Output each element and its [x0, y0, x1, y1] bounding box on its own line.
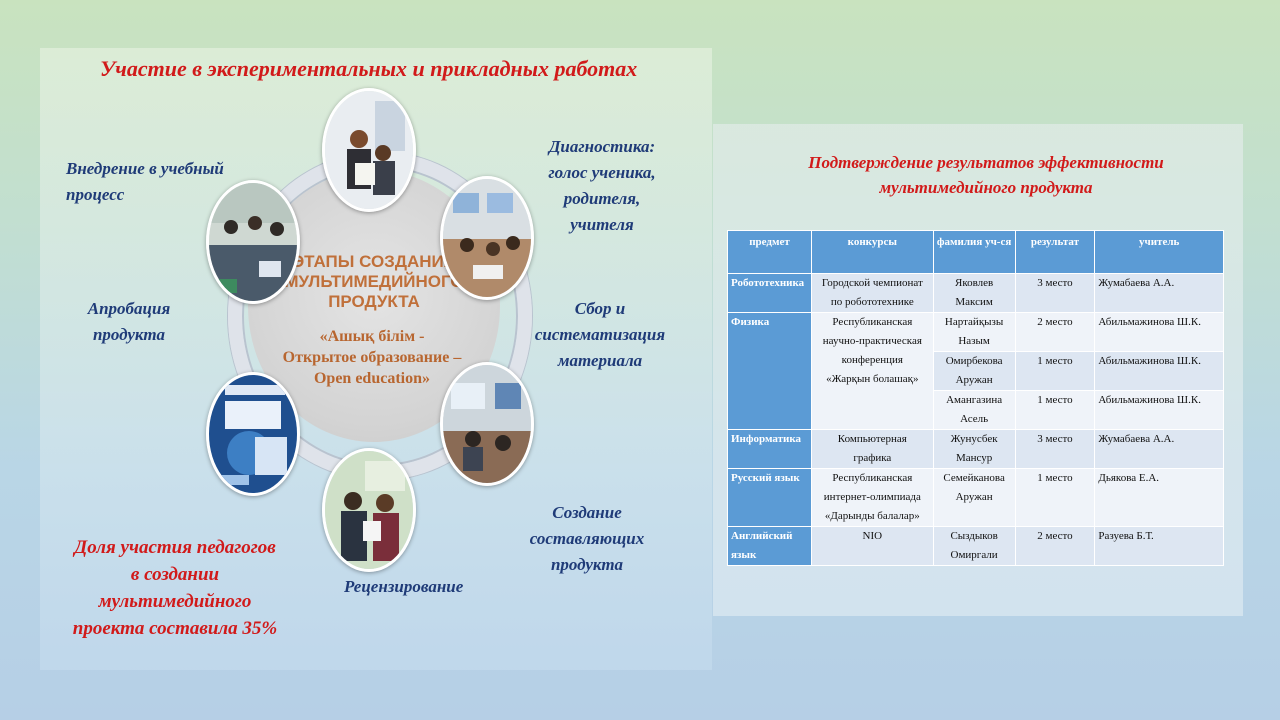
label-implementation: Внедрение в учебный процесс — [66, 159, 224, 204]
photo-top-right — [440, 176, 534, 300]
label-diagnostics: Диагностика: голос ученика, родителя, уч… — [548, 137, 656, 234]
center-subtitle: «Ашық білім - Открытое образование – Ope… — [282, 328, 462, 387]
table-row: Русский язык Республиканская интернет-ол… — [727, 468, 1224, 527]
label-review: Рецензирование — [344, 577, 464, 596]
header-teacher: учитель — [1094, 230, 1224, 274]
label-approbation: Апробация продукта — [87, 299, 171, 344]
table-header-row: предмет конкурсы фамилия уч-ся результат… — [727, 230, 1224, 274]
table-row: Физика Республиканская научно-практическ… — [727, 312, 1224, 430]
results-title: Подтверждение результатов эффективности … — [808, 153, 1164, 197]
main-title: Участие в экспериментальных и прикладных… — [100, 56, 638, 81]
center-title: ЭТАПЫ СОЗДАНИЯ МУЛЬТИМЕДИЙНОГО ПРОДУКТА — [284, 252, 464, 311]
header-result: результат — [1014, 230, 1096, 274]
table-row: Робототехника Городской чемпионат по роб… — [727, 273, 1224, 313]
header-student: фамилия уч-ся — [932, 230, 1016, 274]
header-contest: конкурсы — [810, 230, 934, 274]
table-row: Информатика Компьютерная графика Жунусбе… — [727, 429, 1224, 469]
header-subject: предмет — [727, 230, 812, 274]
photo-right — [440, 362, 534, 486]
participation-note: Доля участия педагогов в создании мульти… — [72, 537, 278, 639]
label-creation: Создание составляющих продукта — [529, 503, 645, 574]
photo-bottom-left — [206, 372, 300, 496]
table-row: Английский язык NIO Сыздыков Омиргали 2 … — [727, 526, 1224, 566]
results-table: предмет конкурсы фамилия уч-ся результат… — [727, 230, 1224, 566]
photo-bottom — [322, 448, 416, 572]
label-collection: Сбор и систематизация материала — [534, 299, 666, 370]
photo-top — [322, 88, 416, 212]
